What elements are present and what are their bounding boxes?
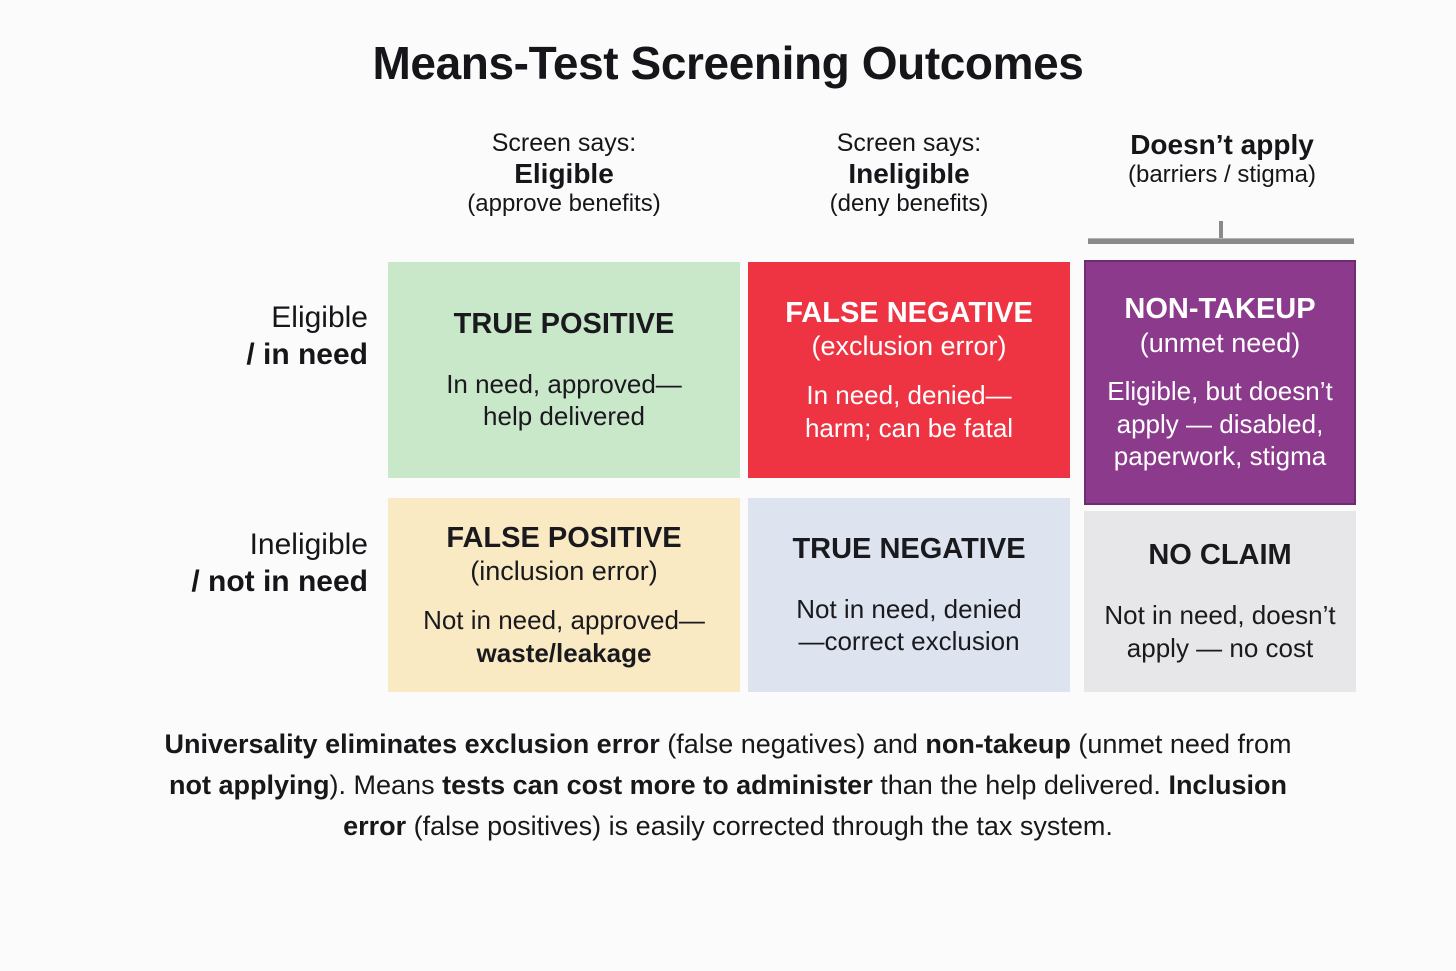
column-header-name: Eligible [514,158,614,189]
cell-title: FALSE NEGATIVE [785,296,1033,329]
column-header-eligible: Screen says: Eligible (approve benefits) [388,129,740,218]
cell-title: TRUE POSITIVE [453,307,675,340]
cell-body-line3: paperwork, stigma [1113,441,1327,472]
cell-true-positive: TRUE POSITIVE In need, approved— help de… [388,262,740,478]
cell-body-line1: Eligible, but doesn’t [1107,375,1333,406]
row-label-bottom: / in need [246,337,368,371]
cell-body-line1: Not in need, approved— [423,604,705,635]
cell-body-line1: In need, denied— [806,379,1012,410]
row-label-ineligible: Ineligible / not in need [100,527,368,600]
cell-body-line2: —correct exclusion [798,626,1020,657]
cell-false-negative: FALSE NEGATIVE (exclusion error) In need… [748,262,1070,478]
cell-non-takeup: NON-TAKEUP (unmet need) Eligible, but do… [1084,260,1356,505]
column-header-ineligible: Screen says: Ineligible (deny benefits) [748,129,1070,218]
footer-segment-5: not applying [169,770,330,801]
cell-title: NON-TAKEUP [1124,292,1316,325]
cell-title: FALSE POSITIVE [446,521,682,554]
cell-subtitle: (inclusion error) [470,556,658,587]
cell-body: Eligible, but doesn’t apply — disabled, … [1107,375,1332,473]
cell-body: Not in need, approved— waste/leakage [423,604,705,670]
cell-title: TRUE NEGATIVE [792,532,1026,565]
column-header-doesnt-apply: Doesn’t apply (barriers / stigma) [1076,129,1368,189]
column-header-prefix: Screen says: [491,129,637,157]
cell-body-line1: Not in need, denied [796,593,1022,624]
column-header-name: Ineligible [848,158,970,189]
footer-segment-4: (unmet need from [1070,729,1292,759]
cell-title: NO CLAIM [1148,539,1292,572]
footer-caption: Universality eliminates exclusion error … [150,724,1306,847]
cell-body-line2: apply — no cost [1126,632,1314,663]
cell-body-line1: In need, approved— [446,368,682,399]
page-title: Means-Test Screening Outcomes [372,37,1084,89]
footer-segment-6: ). Means [329,770,443,801]
bracket-line [1088,238,1354,244]
cell-no-claim: NO CLAIM Not in need, doesn’t apply — no… [1084,511,1356,692]
bracket-tick [1219,221,1223,239]
cell-body: In need, approved— help delivered [446,368,682,434]
row-label-eligible: Eligible / in need [110,300,368,373]
cell-body-line2: waste/leakage [476,637,652,668]
row-label-top: Eligible [271,301,368,334]
footer-segment-10: (false positives) is easily corrected th… [406,811,1113,842]
footer-segment-9: Inclusion error [343,770,1287,842]
column-header-prefix: Screen says: [836,129,982,157]
row-label-bottom: / not in need [191,564,368,598]
cell-body-line2: harm; can be fatal [804,412,1014,443]
cell-subtitle: (unmet need) [1139,327,1301,358]
column-header-note: (barriers / stigma) [1127,161,1317,189]
footer-segment-2: (false negatives) and [659,729,926,759]
cell-true-negative: TRUE NEGATIVE Not in need, denied —corre… [748,498,1070,692]
cell-body: In need, denied— harm; can be fatal [805,379,1013,445]
footer-segment-8: than the help delivered. [872,770,1169,801]
row-label-top: Ineligible [249,528,368,561]
cell-body-line2: help delivered [483,401,645,432]
footer-segment-1: Universality eliminates exclusion error [164,729,660,759]
cell-body: Not in need, doesn’t apply — no cost [1104,599,1335,665]
cell-body-line2: apply — disabled, [1116,408,1324,439]
footer-segment-3: non-takeup [925,729,1071,759]
footer-segment-7: tests can cost more to administer [442,770,873,801]
column-header-note: (deny benefits) [829,190,989,218]
column-header-note: (approve benefits) [467,190,661,218]
cell-body-line1: Not in need, doesn’t [1104,600,1336,631]
cell-body: Not in need, denied —correct exclusion [796,593,1022,659]
cell-subtitle: (exclusion error) [811,331,1007,362]
column-header-name: Doesn’t apply [1130,129,1314,160]
cell-false-positive: FALSE POSITIVE (inclusion error) Not in … [388,498,740,692]
